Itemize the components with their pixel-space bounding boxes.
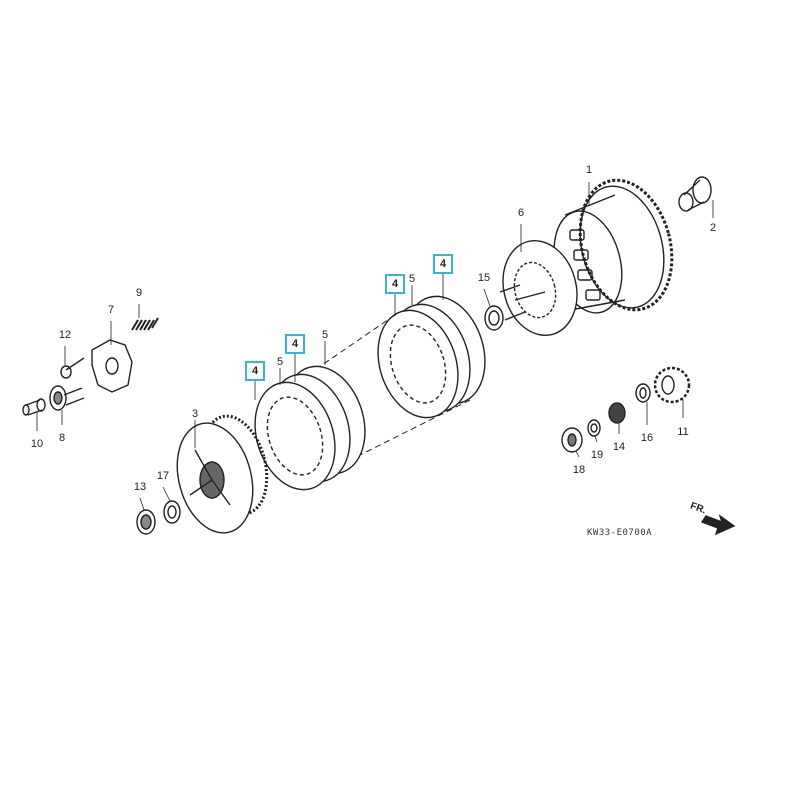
callout-5: 5	[408, 273, 416, 285]
washer-15	[484, 305, 504, 331]
callout-4-highlighted[interactable]: 4	[433, 254, 453, 274]
collar	[678, 176, 712, 212]
callout-16: 16	[640, 432, 654, 444]
lifter-bearing	[49, 385, 85, 411]
callout-13: 13	[133, 481, 147, 493]
nut-14	[608, 402, 626, 424]
clutch-spring	[131, 317, 159, 331]
clutch-center	[176, 414, 269, 534]
callout-7: 7	[107, 304, 115, 316]
callout-19: 19	[590, 449, 604, 461]
callout-4-highlighted[interactable]: 4	[245, 361, 265, 381]
callout-8: 8	[58, 432, 66, 444]
drawing-code: KW33-E0700A	[587, 528, 653, 538]
washer-19	[587, 419, 601, 437]
washer-16	[635, 383, 651, 403]
callout-5: 5	[276, 356, 284, 368]
callout-12: 12	[58, 329, 72, 341]
oil-pump-drive-gear	[653, 366, 691, 404]
callout-10: 10	[30, 438, 44, 450]
lock-nut	[136, 509, 156, 535]
callout-17: 17	[156, 470, 170, 482]
callout-14: 14	[612, 441, 626, 453]
callout-5: 5	[321, 329, 329, 341]
callout-4-highlighted[interactable]: 4	[385, 274, 405, 294]
callout-9: 9	[135, 287, 143, 299]
callout-2: 2	[709, 222, 717, 234]
lifter-piece	[22, 398, 46, 416]
primary-drive-plate	[499, 240, 578, 336]
clutch-plates-front	[254, 365, 366, 491]
bearing-18	[561, 427, 583, 453]
clutch-plates-rear	[377, 295, 486, 419]
bolt	[60, 357, 85, 379]
clutch-outer-housing	[553, 178, 674, 314]
callout-11: 11	[677, 426, 689, 438]
callout-4-highlighted[interactable]: 4	[285, 334, 305, 354]
callout-6: 6	[517, 207, 525, 219]
callout-15: 15	[477, 272, 491, 284]
front-direction-arrow	[700, 514, 736, 536]
callout-18: 18	[572, 464, 586, 476]
lifter-plate	[91, 339, 133, 393]
washer-17	[163, 500, 181, 524]
callout-3: 3	[191, 408, 199, 420]
callout-1: 1	[585, 164, 593, 176]
